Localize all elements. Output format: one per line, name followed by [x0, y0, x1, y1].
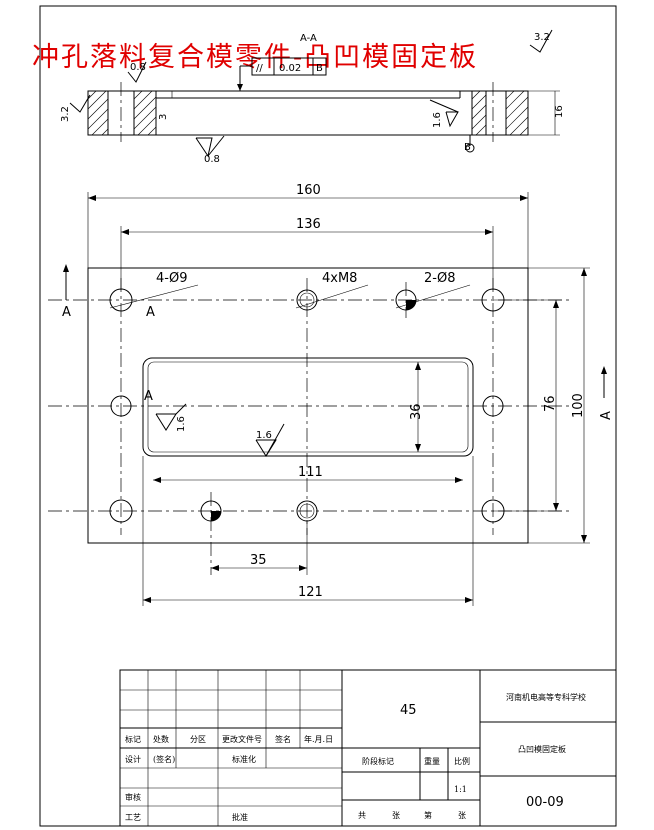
plate-outline	[87, 267, 529, 544]
section-marker-mid: A	[146, 305, 155, 320]
callout-threads: 4xM8	[322, 271, 357, 286]
section-hatch	[87, 90, 529, 136]
tb-review: 审核	[125, 792, 141, 802]
tb-header-date: 年.月.日	[304, 734, 333, 744]
dim-hole-spacing-y: 76	[543, 395, 558, 412]
section-view: A-A // 0.02 B	[60, 29, 565, 165]
tb-process: 工艺	[125, 813, 141, 822]
dim-pocket-width: 36	[409, 403, 424, 420]
dimension-lines: 160 136 111 35 121 36	[87, 183, 590, 606]
finish-left: 3.2	[60, 106, 71, 122]
tb-header-mark: 标记	[125, 734, 141, 744]
drawing-border	[39, 5, 617, 827]
tb-sheet-no: 第	[424, 810, 432, 820]
tb-design: 设计	[125, 754, 141, 764]
section-marker-right: A	[599, 411, 614, 420]
tb-material: 45	[400, 703, 417, 718]
tb-header-count: 处数	[153, 734, 169, 744]
tb-scale-label: 比例	[454, 756, 470, 766]
tb-header-change: 更改文件号	[222, 734, 262, 744]
hole	[110, 395, 132, 417]
title-block: 标记 处数 分区 更改文件号 签名 年.月.日 设计 (签名) 标准化 审核 工…	[119, 669, 617, 827]
tb-sheets-unit: 张	[392, 811, 400, 820]
tb-header-sign: 签名	[275, 734, 291, 744]
dim-offset-35: 35	[250, 553, 267, 568]
tolerance-datum: B	[316, 63, 323, 74]
finish-plan-center: 1.6	[256, 430, 272, 441]
section-view-label: A-A	[300, 33, 317, 44]
finish-right: 1.6	[432, 112, 443, 128]
tb-weight-label: 重量	[424, 756, 440, 766]
tb-sheets-total: 共	[358, 811, 366, 820]
datum-label: B	[464, 142, 471, 153]
tb-drawing-no: 00-09	[526, 795, 564, 810]
dim-hole-spacing-x: 136	[296, 217, 321, 232]
pocket-outline	[142, 357, 474, 457]
hole	[482, 395, 504, 417]
section-marker-left: A	[62, 305, 71, 320]
tolerance-symbol: //	[256, 63, 263, 74]
tb-sheet-unit: 张	[458, 811, 466, 820]
dim-overall-width: 100	[571, 393, 586, 418]
hole	[109, 499, 133, 523]
plan-view: 4-Ø9 4xM8 2-Ø8 A A A A 1.6 1.6	[48, 264, 614, 575]
section-marker-inner: A	[144, 389, 153, 404]
callout-dowels: 2-Ø8	[424, 271, 455, 286]
callout-large-holes: 4-Ø9	[156, 271, 187, 286]
finish-bottom: 0.8	[204, 154, 220, 165]
dim-side-thickness: 16	[554, 105, 565, 118]
tb-stage-label: 阶段标记	[362, 756, 394, 766]
tb-header-zone: 分区	[190, 735, 206, 744]
tolerance-value: 0.02	[279, 63, 301, 74]
tb-scale-value: 1:1	[454, 785, 467, 794]
tb-school: 河南机电高等专科学校	[506, 692, 586, 702]
dim-step-depth: 3	[158, 114, 169, 120]
tb-part-name: 凸凹模固定板	[518, 744, 566, 754]
dim-width-121: 121	[298, 585, 323, 600]
finish-top-left: 0.8	[130, 62, 146, 73]
finish-plan-left: 1.6	[176, 416, 187, 432]
dim-pocket-length: 111	[298, 465, 323, 480]
thread-hole	[296, 289, 318, 311]
tb-standard: 标准化	[232, 754, 256, 764]
finish-right-top: 3.2	[534, 32, 550, 43]
tb-design-sign: (签名)	[153, 754, 175, 764]
dim-overall-length: 160	[296, 183, 321, 198]
tb-approve: 批准	[232, 812, 248, 822]
